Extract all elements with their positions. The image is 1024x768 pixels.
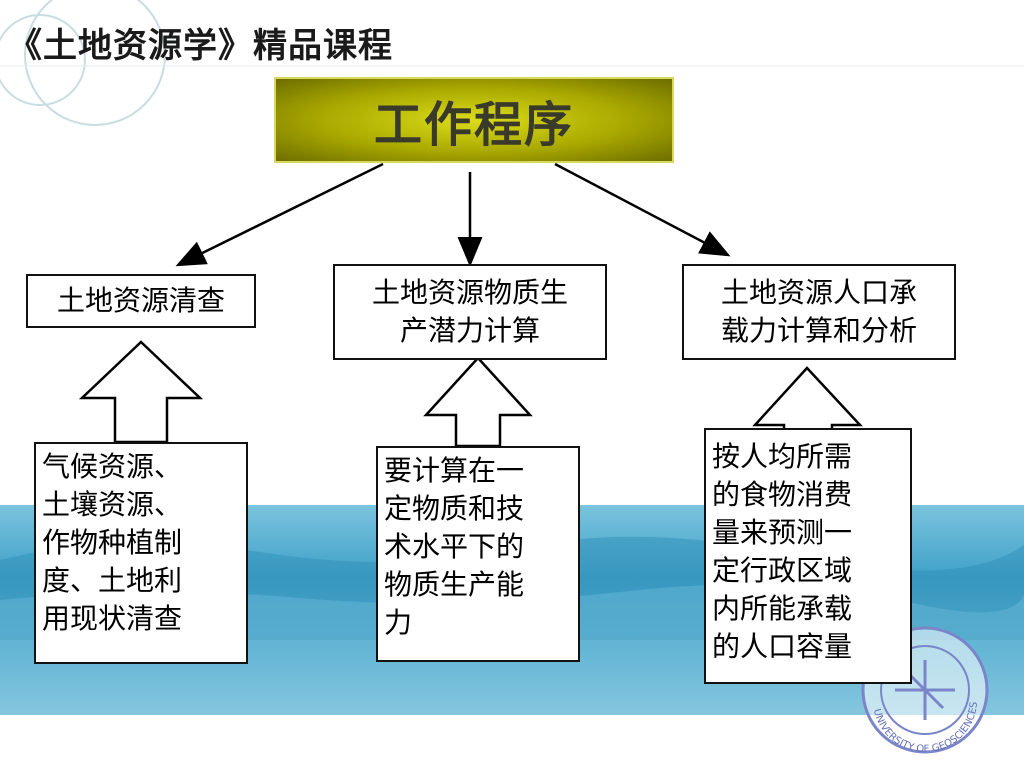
detail-2-box: 要计算在一 定物质和技 术水平下的 物质生产能 力 xyxy=(376,446,580,662)
university-seal-icon: UNIVERSITY OF GEOSCIENCES xyxy=(861,626,989,755)
decorative-circles xyxy=(0,0,166,126)
step-3-box: 土地资源人口承 载力计算和分析 xyxy=(682,264,956,360)
step-2-label: 土地资源物质生 产潜力计算 xyxy=(371,276,568,347)
step-1-box: 土地资源清查 xyxy=(26,274,256,328)
step-1-label: 土地资源清查 xyxy=(56,284,225,317)
detail-1-text: 气候资源、 土壤资源、 作物种植制 度、土地利 用现状清查 xyxy=(42,450,183,635)
detail-1-box: 气候资源、 土壤资源、 作物种植制 度、土地利 用现状清查 xyxy=(34,442,248,664)
course-title: 《土地资源学》精品课程 xyxy=(8,26,393,66)
detail-3-text: 按人均所需 的食物消费 量来预测一 定行政区域 内所能承载 的人口容量 xyxy=(712,440,853,663)
step-2-box: 土地资源物质生 产潜力计算 xyxy=(333,264,607,360)
detail-3-box: 按人均所需 的食物消费 量来预测一 定行政区域 内所能承载 的人口容量 xyxy=(704,428,912,684)
root-node: 工作程序 xyxy=(274,77,674,163)
step-3-label: 土地资源人口承 载力计算和分析 xyxy=(720,276,917,347)
root-node-label: 工作程序 xyxy=(373,97,574,153)
detail-2-text: 要计算在一 定物质和技 术水平下的 物质生产能 力 xyxy=(384,454,525,639)
